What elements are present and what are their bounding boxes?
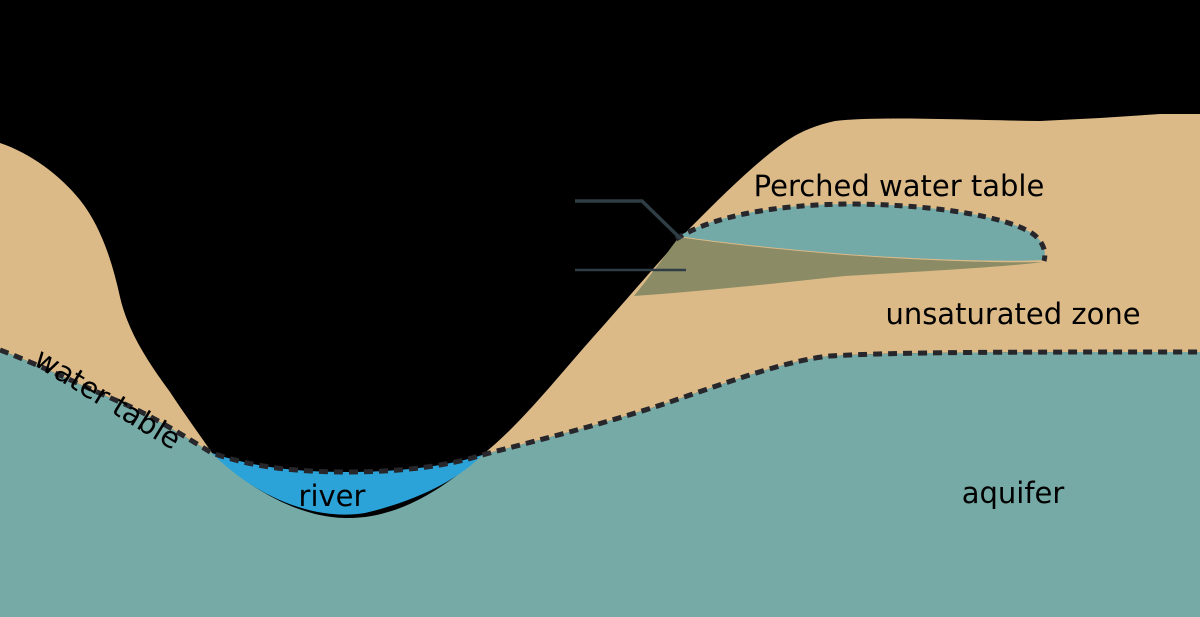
aquifer-label: aquifer [962,476,1065,510]
unsaturated-zone-label: unsaturated zone [885,297,1140,331]
water-table-dashed-line [0,347,1200,475]
perched-water-lens [679,204,1045,261]
aquitard-layer [634,237,1043,296]
right-landmass [482,114,1200,455]
perched-water-table-label: Perched water table [754,169,1045,203]
river-label: river [299,479,366,513]
aquifer-zone [0,350,1200,617]
left-hillside [0,143,212,453]
perched-lens-leader-line [575,199,683,241]
